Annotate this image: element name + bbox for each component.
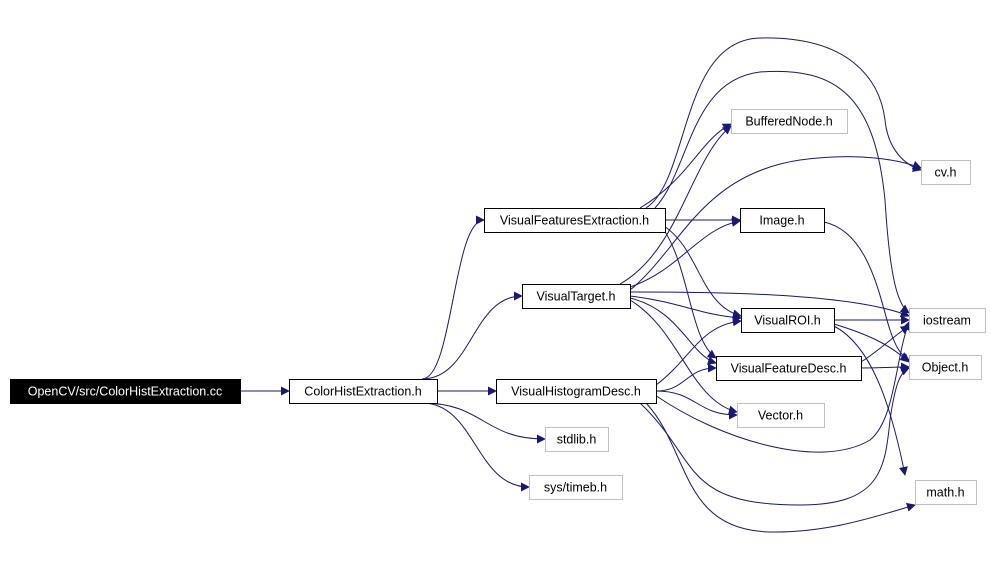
edge-vhd-to-ios: [654, 321, 911, 453]
edge-vfe-to-vroi: [663, 225, 742, 319]
node-box-vfd: [716, 356, 862, 381]
edge-vhd-to-vfd: [655, 363, 717, 392]
node-timeb: sys/timeb.h: [529, 475, 623, 500]
node-label-cv: cv.h: [935, 166, 957, 180]
edge-vt-to-vroi: [629, 295, 742, 322]
node-vfe[interactable]: VisualFeaturesExtraction.h: [484, 208, 666, 233]
node-label-vhd: VisualHistogramDesc.h: [511, 385, 641, 399]
node-label-vfe: VisualFeaturesExtraction.h: [500, 214, 649, 228]
node-box-img: [740, 208, 825, 233]
node-label-vec: Vector.h: [758, 409, 803, 423]
node-obj: Object.h: [909, 355, 982, 380]
node-box-vt: [522, 284, 631, 309]
node-label-math: math.h: [926, 486, 964, 500]
node-box-che: [289, 379, 438, 404]
node-label-bn: BufferedNode.h: [745, 115, 832, 129]
node-label-stdlib: stdlib.h: [557, 433, 597, 447]
edge-vroi-to-obj: [833, 323, 910, 363]
edge-vroi-to-math: [833, 325, 908, 476]
node-label-vroi: VisualROI.h: [754, 314, 821, 328]
edge-vt-to-vfd: [629, 297, 717, 365]
edge-vfe-to-ios: [654, 70, 910, 314]
node-label-img: Image.h: [759, 214, 804, 228]
edge-che-to-vt: [421, 291, 523, 380]
node-label-root: OpenCV/src/ColorHistExtraction.cc: [28, 385, 223, 399]
node-vhd[interactable]: VisualHistogramDesc.h: [496, 379, 657, 404]
node-box-cv: [921, 160, 971, 185]
node-box-math: [915, 480, 977, 505]
edge-vt-to-img: [629, 217, 741, 288]
node-label-obj: Object.h: [922, 361, 969, 375]
edge-vfe-to-bn: [639, 123, 732, 209]
node-box-bn: [731, 109, 848, 134]
node-label-timeb: sys/timeb.h: [544, 481, 607, 495]
edge-che-to-vfe: [421, 215, 485, 380]
edge-vt-to-vec: [629, 299, 738, 415]
node-box-vroi: [741, 308, 835, 333]
node-stdlib: stdlib.h: [545, 427, 609, 452]
node-label-vfd: VisualFeatureDesc.h: [731, 362, 847, 376]
node-label-ios: iostream: [923, 314, 971, 328]
node-box-stdlib: [545, 427, 609, 452]
node-label-vt: VisualTarget.h: [537, 290, 616, 304]
node-label-che: ColorHistExtraction.h: [304, 385, 421, 399]
node-img[interactable]: Image.h: [740, 208, 825, 233]
node-box-vfe: [484, 208, 666, 233]
node-box-obj: [909, 355, 982, 380]
edge-vhd-to-math: [645, 402, 916, 533]
edge-vhd-to-vroi: [655, 317, 742, 386]
edge-vhd-to-vec: [655, 390, 738, 420]
node-ios: iostream: [909, 308, 986, 333]
edge-vfe-to-cv: [645, 37, 922, 209]
node-math: math.h: [915, 480, 977, 505]
node-vroi[interactable]: VisualROI.h: [741, 308, 835, 333]
node-box-ios: [909, 308, 986, 333]
edge-vfd-to-ios: [860, 325, 910, 363]
edge-che-to-timeb: [421, 402, 530, 492]
edge-vt-to-bn: [619, 125, 732, 285]
node-box-timeb: [529, 475, 623, 500]
edge-vt-to-cv: [629, 156, 922, 291]
node-vt[interactable]: VisualTarget.h: [522, 284, 631, 309]
edge-vfd-to-obj: [860, 362, 910, 372]
node-root[interactable]: OpenCV/src/ColorHistExtraction.cc: [10, 379, 241, 404]
node-vfd[interactable]: VisualFeatureDesc.h: [716, 356, 862, 381]
node-cv: cv.h: [921, 160, 971, 185]
edges-layer: [240, 37, 922, 533]
nodes-layer: OpenCV/src/ColorHistExtraction.cc ColorHi…: [10, 109, 986, 505]
node-bn: BufferedNode.h: [731, 109, 848, 134]
node-vec: Vector.h: [737, 403, 825, 428]
node-box-root: [10, 379, 241, 404]
edge-vhd-to-obj: [639, 367, 910, 506]
node-box-vhd: [496, 379, 657, 404]
edge-vt-to-ios: [629, 291, 910, 318]
edge-img-to-obj: [823, 221, 910, 361]
node-che[interactable]: ColorHistExtraction.h: [289, 379, 438, 404]
edge-che-to-stdlib: [421, 402, 546, 444]
node-box-vec: [737, 403, 825, 428]
